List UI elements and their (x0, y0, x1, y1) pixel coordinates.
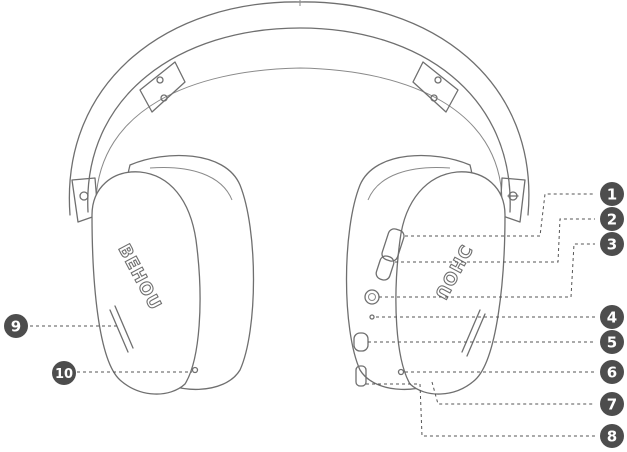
callout-4-label: 4 (607, 309, 617, 327)
callout-9: 9 (4, 314, 28, 338)
callout-10: 10 (52, 361, 76, 385)
callout-1: 1 (600, 182, 624, 206)
callout-3: 3 (600, 232, 624, 256)
right-earcup: ƆHOU (347, 155, 506, 394)
callout-6-label: 6 (607, 364, 617, 382)
callout-6: 6 (600, 360, 624, 384)
callout-3-label: 3 (607, 236, 617, 254)
callout-7-label: 7 (607, 396, 617, 414)
left-earcup: BEHOU (92, 155, 254, 394)
callout-5-label: 5 (607, 334, 617, 352)
callout-8-label: 8 (607, 428, 617, 446)
callout-9-label: 9 (11, 318, 21, 336)
callout-2: 2 (600, 207, 624, 231)
callout-1-label: 1 (607, 186, 617, 204)
callout-4: 4 (600, 305, 624, 329)
callout-5: 5 (600, 330, 624, 354)
callout-10-label: 10 (55, 367, 73, 382)
callout-7: 7 (600, 392, 624, 416)
callout-8: 8 (600, 424, 624, 448)
callout-2-label: 2 (607, 211, 617, 229)
